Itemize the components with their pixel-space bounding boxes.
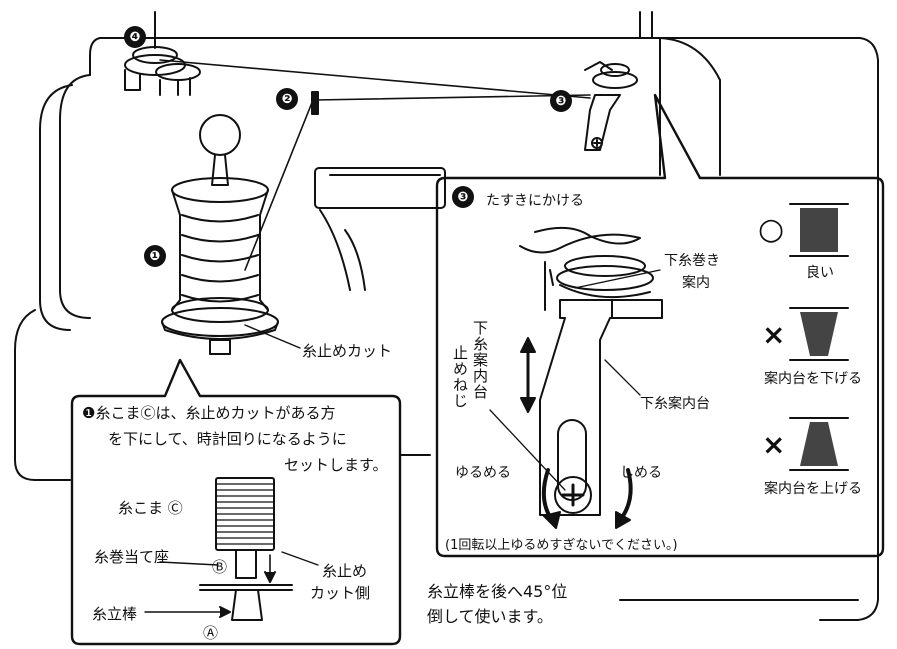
label-marker-b: Ⓑ: [212, 558, 228, 576]
detail-panel-frame: [435, 93, 885, 558]
label-loosen: ゆるめる: [455, 465, 511, 481]
caution-note: (1回転以上ゆるめすぎないでください。): [445, 538, 678, 553]
label-spool: 糸こま Ⓒ: [118, 499, 183, 517]
label-marker-a: Ⓐ: [203, 624, 219, 642]
bad-cross-icon-1: ×: [762, 318, 786, 351]
thread-guide-4: [124, 11, 201, 96]
label-bobbin-guide-base: 下糸案内台: [640, 396, 710, 412]
label-stop-cut-side-1: 糸止め: [322, 562, 368, 580]
label-bobbin-guide-2: 案内: [682, 275, 710, 291]
machine-body-outline: [14, 11, 879, 621]
bobbin-raise-base: [789, 417, 849, 471]
thread-guide-3: [584, 61, 638, 151]
label-spool-seat: 糸巻当て座: [94, 548, 170, 566]
label-guide-base-screw-2: 止めねじ: [451, 345, 469, 409]
spool-illustration: [144, 477, 319, 621]
label-bobbin-guide-1: 下糸巻き: [664, 253, 720, 269]
label-thread-stop-cut: 糸止めカット: [302, 342, 393, 360]
label-spool-pin: 糸立棒: [92, 605, 138, 623]
badge-2: ❷: [276, 88, 298, 110]
tighten-arrow-icon: [615, 468, 633, 529]
instruction-line-2: を下にして、時計回りになるように: [108, 430, 347, 448]
bad-cross-icon-2: ×: [762, 428, 786, 461]
spool-assembly: [161, 114, 279, 355]
instruction-line-3: セットします。: [284, 456, 388, 474]
label-stop-cut-side-2: カット側: [310, 584, 371, 602]
badge-1: ❶: [144, 245, 166, 267]
thread-guide-2: [311, 91, 319, 115]
bobbin-guide-detail: [519, 226, 663, 516]
label-cross-thread: たすきにかける: [486, 193, 584, 209]
label-guide-base-screw-1: 下糸案内台: [471, 320, 489, 400]
label-raise-base: 案内台を上げる: [764, 481, 862, 497]
leader-thread-stop-cut: [244, 324, 301, 349]
label-lower-base: 案内台を下げる: [764, 371, 862, 387]
bobbin-good: [789, 203, 849, 257]
instruction-line-1: ❶糸こまⒸは、糸止めカットがある方: [82, 404, 336, 422]
thread-path: [159, 37, 601, 271]
up-down-arrow-icon: [520, 337, 536, 413]
good-circle-icon: ○: [758, 212, 785, 247]
badge-3: ❸: [550, 90, 572, 112]
instruction-panel-frame: [70, 358, 431, 646]
tilt-note-line-2: 倒して使います。: [427, 607, 553, 626]
badge-3-detail: ❸: [452, 186, 474, 208]
loosen-arrow-icon: [541, 468, 561, 529]
label-good: 良い: [806, 265, 834, 281]
tilt-note-line-1: 糸立棒を後へ45°位: [427, 582, 568, 601]
badge-4: ❹: [124, 26, 146, 48]
label-tighten: しめる: [620, 465, 662, 481]
bobbin-lower-base: [789, 307, 849, 361]
